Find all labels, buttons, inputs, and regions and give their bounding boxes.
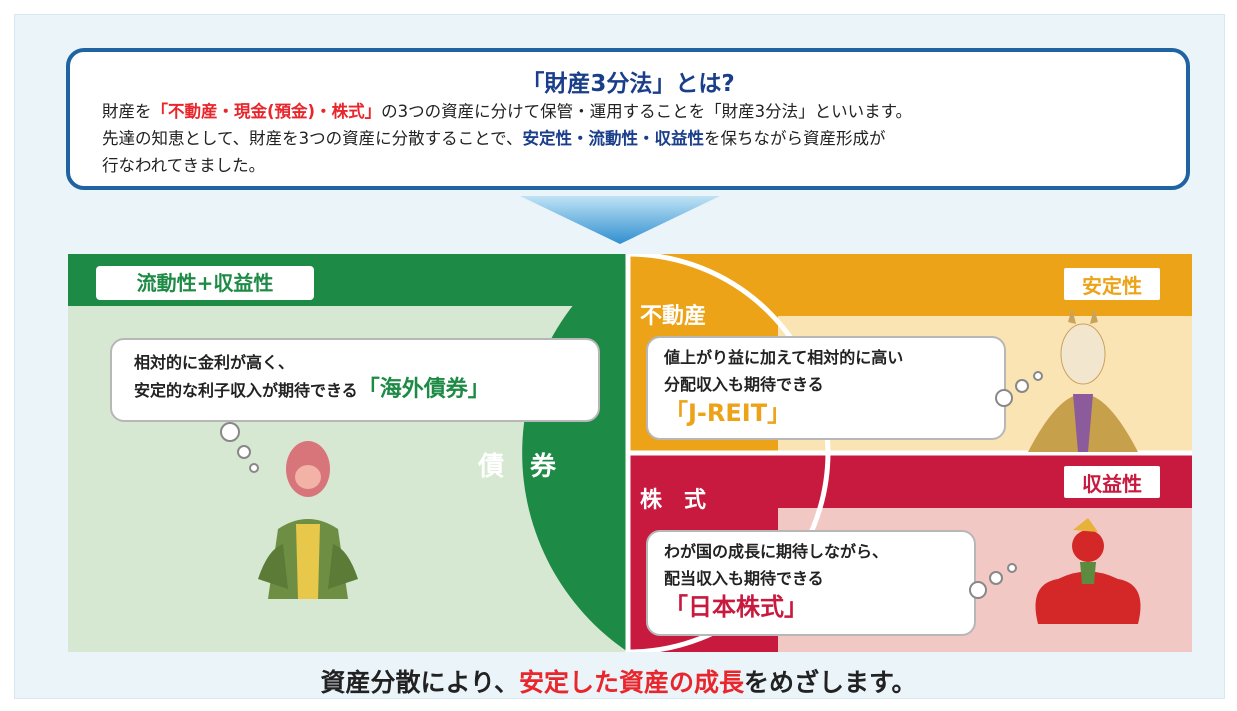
bird-character: [1035, 518, 1141, 624]
footer-slogan-highlight: 安定した資産の成長: [518, 668, 744, 697]
realestate-bubble-line-1: 値上がり益に加えて相対的に高い: [664, 348, 904, 367]
stock-attribute-label: 収益性: [1062, 464, 1162, 500]
intro-line-3: 行なわれてきました。: [102, 156, 266, 175]
intro-line-2-highlight: 安定性・流動性・収益性: [522, 129, 705, 148]
realestate-bubble-line-2: 分配収入も期待できる: [664, 375, 824, 394]
intro-line-1-a: 財産を: [102, 102, 152, 121]
bond-bubble-line-2-text: 安定的な利子収入が期待できる: [134, 381, 358, 400]
intro-body: 財産を「不動産・現金(預金)・株式」の3つの資産に分けて保管・運用することを「財…: [102, 98, 1166, 179]
bond-highlight: 「海外債券」: [357, 377, 490, 402]
bond-thought-dots: [220, 422, 259, 473]
bond-category: 債 券: [478, 452, 557, 482]
realestate-highlight: 「J-REIT」: [664, 399, 792, 427]
footer-slogan-c: をめざします。: [744, 668, 917, 697]
intro-line-1-c: の3つの資産に分けて保管・運用することを「財産3分法」といいます。: [381, 102, 912, 121]
stock-speech-bubble: わが国の成長に期待しながら、 配当収入も期待できる 「日本株式」: [646, 530, 976, 636]
realestate-attribute-label: 安定性: [1062, 266, 1162, 302]
bond-speech-bubble: 相対的に金利が高く、 安定的な利子収入が期待できる「海外債券」: [110, 338, 600, 422]
stock-bubble-line-2: 配当収入も期待できる: [664, 569, 824, 588]
intro-box: 「財産3分法」とは? 財産を「不動産・現金(預金)・株式」の3つの資産に分けて保…: [66, 48, 1190, 190]
realestate-speech-bubble: 値上がり益に加えて相対的に高い 分配収入も期待できる 「J-REIT」: [646, 336, 1006, 440]
stock-category: 株 式: [640, 488, 707, 513]
intro-line-2-a: 先達の知恵として、財産を3つの資産に分散することで、: [102, 129, 523, 148]
stock-thought-dots: [969, 563, 1017, 599]
bond-bubble-line-2: 安定的な利子収入が期待できる「海外債券」: [134, 376, 598, 404]
alpaca-character: [1028, 308, 1138, 452]
asset-panel: 流動性+収益性 相対的に金利が高く、 安定的な利子収入が期待できる「海外債券」 …: [68, 254, 1192, 652]
intro-line-1-highlight: 「不動産・現金(預金)・株式」: [151, 102, 382, 121]
intro-line-2-c: を保ちながら資産形成が: [704, 129, 886, 148]
bond-bubble-line-1: 相対的に金利が高く、: [134, 353, 295, 372]
footer-slogan: 資産分散により、安定した資産の成長をめざします。: [0, 663, 1237, 699]
stock-highlight: 「日本株式」: [664, 593, 808, 621]
down-arrow-icon: [520, 196, 720, 244]
intro-title: 「財産3分法」とは?: [521, 71, 735, 97]
monkey-character: [258, 441, 358, 599]
realestate-category: 不動産: [640, 304, 707, 329]
intro-line-1: 財産を「不動産・現金(預金)・株式」の3つの資産に分けて保管・運用することを「財…: [102, 98, 1166, 125]
realestate-thought-dots: [995, 371, 1043, 407]
intro-line-2: 先達の知恵として、財産を3つの資産に分散することで、安定性・流動性・収益性を保ち…: [102, 125, 1166, 152]
footer-slogan-a: 資産分散により、: [320, 668, 519, 697]
stock-bubble-line-1: わが国の成長に期待しながら、: [664, 542, 889, 561]
bond-attribute-label: 流動性+収益性: [96, 266, 314, 300]
